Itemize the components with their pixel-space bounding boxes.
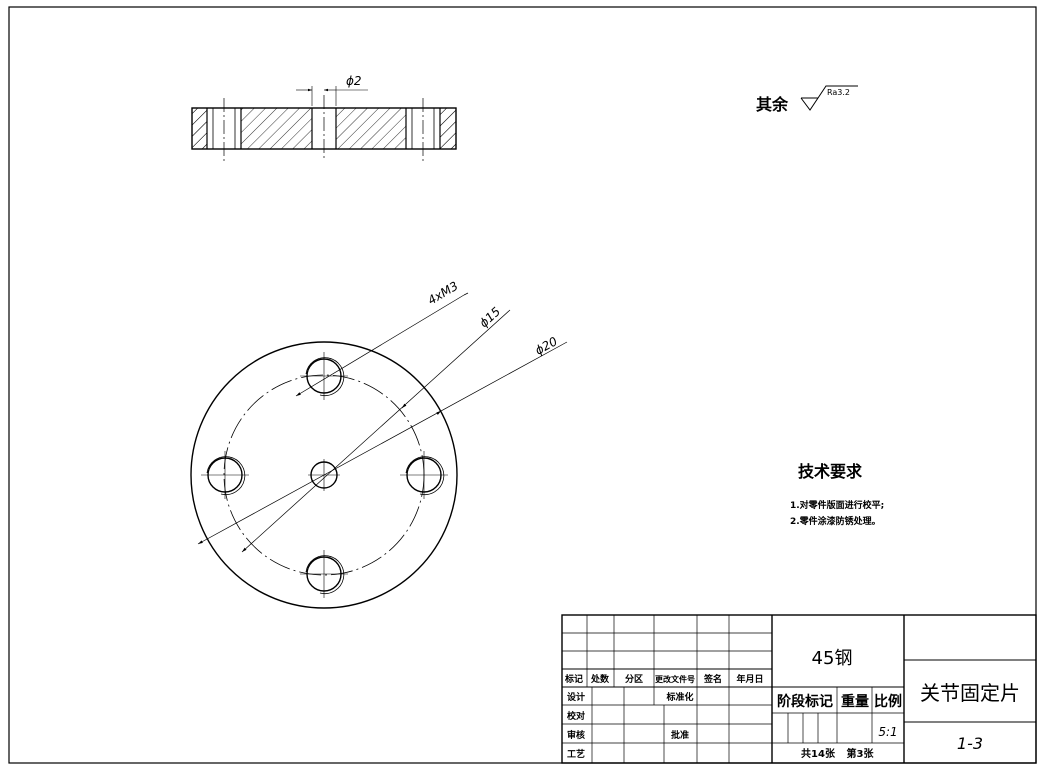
threaded-hole-top	[305, 357, 345, 396]
role-standardization: 标准化	[665, 691, 693, 703]
weight-label: 重量	[841, 693, 869, 710]
header-mark: 标记	[564, 673, 583, 685]
role-check: 校对	[567, 710, 585, 722]
sheet-total: 共14张	[801, 747, 836, 760]
tech-req-title: 技术要求	[798, 462, 863, 481]
sheet-current: 第3张	[847, 747, 875, 760]
role-process: 工艺	[567, 748, 585, 760]
dim-4xm3: 4xM3	[425, 279, 460, 308]
role-design: 设计	[567, 691, 585, 703]
part-name: 关节固定片	[920, 681, 1020, 705]
drawing-border	[8, 6, 1037, 764]
tech-req-item-1: 1.对零件版面进行校平;	[790, 499, 884, 511]
title-block	[561, 614, 1037, 764]
dim-phi2: ϕ2	[346, 74, 362, 88]
role-review: 审核	[567, 729, 585, 741]
header-zone: 分区	[625, 673, 643, 685]
stage-mark-label: 阶段标记	[777, 693, 833, 710]
header-count: 处数	[590, 673, 610, 685]
threaded-hole-right	[405, 456, 445, 495]
dim-phi20: ϕ20	[533, 334, 560, 358]
threaded-hole-left	[206, 456, 246, 495]
roughness-note: 其余 Ra3.2	[756, 85, 858, 114]
scale-label: 比例	[874, 693, 902, 710]
header-signature: 签名	[703, 673, 722, 685]
top-view: 4xM3 ϕ15 ϕ20	[190, 279, 568, 609]
technical-requirements: 技术要求 1.对零件版面进行校平; 2.零件涂漆防锈处理。	[790, 462, 884, 527]
header-date: 年月日	[736, 673, 763, 685]
dim-phi15: ϕ15	[477, 304, 504, 330]
roughness-value: Ra3.2	[827, 88, 850, 97]
scale-value: 5:1	[878, 725, 897, 739]
section-view: ϕ2	[191, 74, 457, 162]
outer-circle	[190, 341, 458, 609]
material: 45钢	[812, 648, 853, 669]
roughness-prefix: 其余	[756, 95, 789, 114]
drawing-number: 1-3	[957, 734, 983, 753]
title-block-text: 标记 处数 分区 更改文件号 签名 年月日 设计 标准化 校对 审核 批准 工艺…	[564, 648, 1020, 760]
role-approval: 批准	[671, 729, 689, 741]
tech-req-item-2: 2.零件涂漆防锈处理。	[790, 515, 881, 527]
header-change-doc: 更改文件号	[655, 674, 695, 684]
